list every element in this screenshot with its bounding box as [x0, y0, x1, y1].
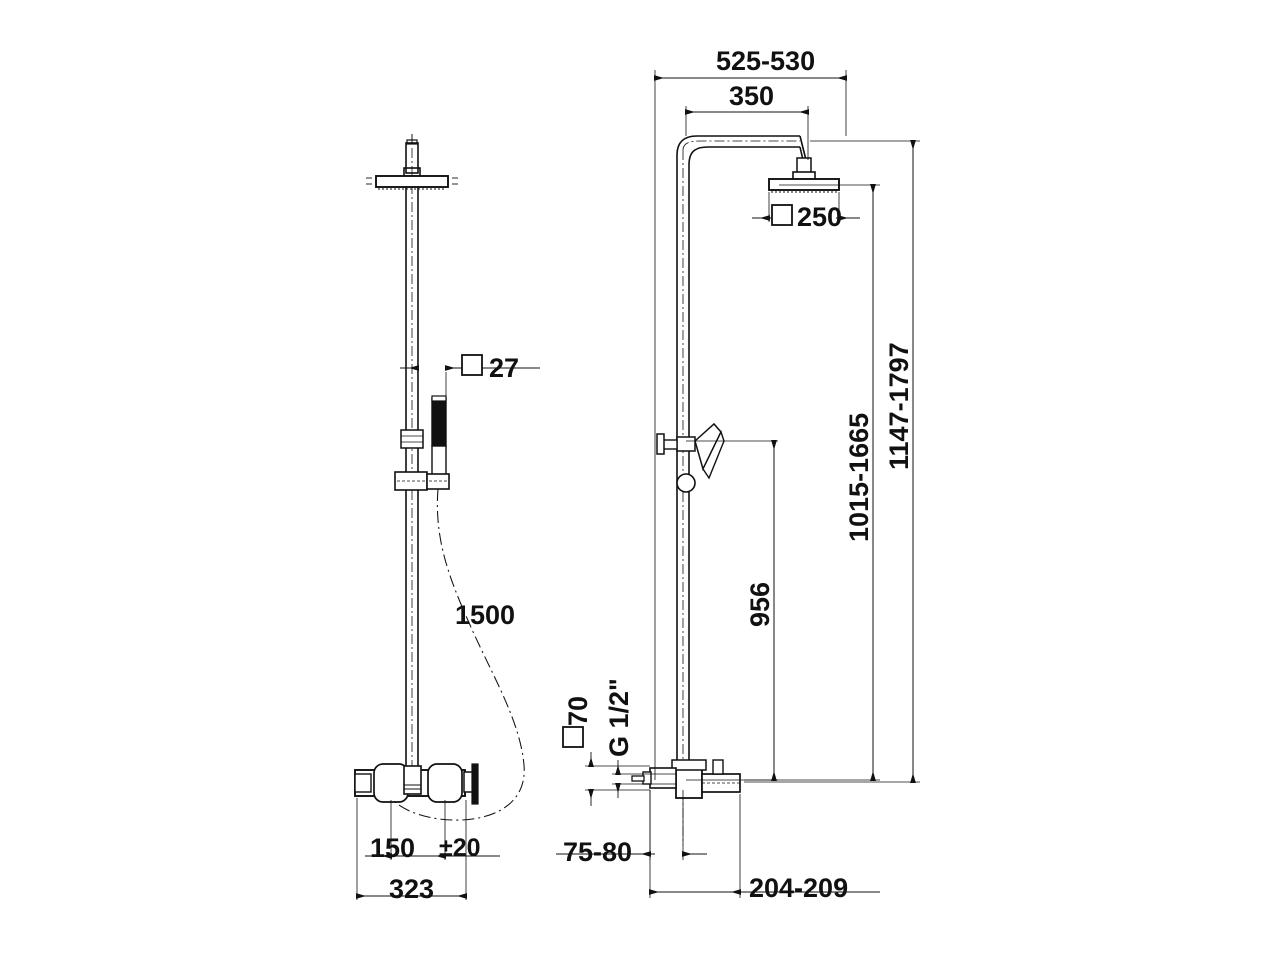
label-head-size-250: 250 — [797, 202, 842, 232]
side-mixer-body — [631, 759, 741, 845]
dim-head-size-250 — [752, 192, 860, 226]
label-bar-section-27: 27 — [489, 353, 519, 383]
dim-spout-150 — [365, 800, 500, 860]
front-head-stem — [403, 134, 421, 177]
label-outlet-projection-204-209: 204-209 — [749, 873, 848, 903]
front-flexible-hose — [391, 488, 525, 821]
front-view-group — [354, 134, 540, 900]
label-projection-525-530: 525-530 — [716, 46, 815, 76]
label-overall-width-323: 323 — [389, 874, 434, 904]
dim-bar-section-27 — [400, 354, 540, 400]
dim-outlet-projection-204-209 — [649, 790, 880, 898]
dim-arm-reach-350 — [685, 106, 809, 160]
label-thread-g12: G 1/2" — [604, 678, 634, 757]
label-wall-offset-75-80: 75-80 — [563, 837, 632, 867]
side-shower-head — [768, 178, 840, 193]
front-mixer-body — [354, 763, 479, 805]
label-arm-reach-350: 350 — [729, 81, 774, 111]
dim-overall-width-323 — [356, 798, 467, 900]
side-shower-arm — [676, 135, 807, 166]
front-holder-bracket — [394, 471, 450, 491]
dim-thread-g12 — [612, 760, 676, 798]
dimension-labels: 525-530 350 250 956 1015-1665 1147-1797 … — [370, 46, 914, 904]
front-shower-head — [366, 175, 458, 190]
side-head-connector — [792, 157, 816, 181]
square-symbol-27-icon — [461, 354, 483, 376]
label-riser-range-1015-1665: 1015-1665 — [844, 413, 874, 542]
dim-projection-525-530 — [654, 70, 847, 780]
label-total-height-1147-1797: 1147-1797 — [884, 342, 914, 470]
square-symbol-70-icon — [562, 726, 584, 748]
label-hand-shower-height-956: 956 — [745, 582, 775, 627]
dim-total-height-1147-1797 — [744, 140, 920, 783]
dim-riser-range-1015-1665 — [744, 184, 880, 781]
label-hose-length-1500: 1500 — [455, 600, 515, 630]
side-hand-shower — [656, 422, 725, 493]
side-view-group — [556, 70, 920, 898]
label-spout-center-150: 150 — [370, 833, 415, 863]
front-hand-shower — [431, 395, 447, 487]
label-spout-tolerance-20: ±20 — [439, 834, 481, 862]
label-body-depth-70: 70 — [563, 696, 593, 726]
front-riser-joint — [400, 429, 424, 449]
square-symbol-250-icon — [771, 204, 793, 226]
